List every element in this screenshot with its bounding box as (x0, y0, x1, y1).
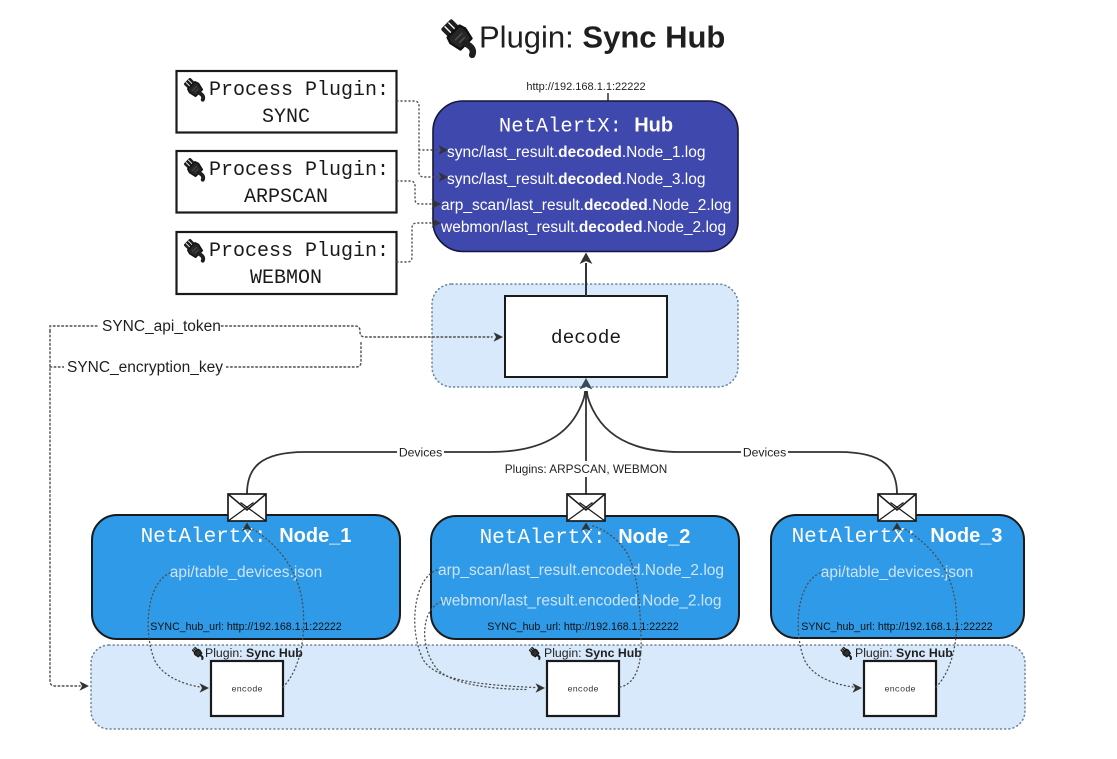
svg-text:arp_scan/last_result.encoded.N: arp_scan/last_result.encoded.Node_2.log (438, 562, 724, 579)
svg-text:NetAlertX: Hub: NetAlertX: Hub (499, 115, 673, 139)
svg-text:SYNC_encryption_key: SYNC_encryption_key (67, 359, 223, 376)
svg-text:SYNC_hub_url: http://192.168.1: SYNC_hub_url: http://192.168.1.1:22222 (801, 621, 993, 633)
svg-text:SYNC_hub_url: http://192.168.1: SYNC_hub_url: http://192.168.1.1:22222 (150, 621, 342, 633)
svg-text:WEBMON: WEBMON (250, 267, 322, 290)
svg-text:sync/last_result.decoded.Node_: sync/last_result.decoded.Node_3.log (447, 171, 705, 188)
svg-text:Plugin: Sync Hub: Plugin: Sync Hub (544, 646, 642, 660)
svg-text:Process Plugin:: Process Plugin: (209, 79, 389, 102)
svg-text:api/table_devices.json: api/table_devices.json (170, 564, 323, 581)
svg-text:NetAlertX: Node_2: NetAlertX: Node_2 (480, 526, 691, 550)
svg-text:sync/last_result.decoded.Node_: sync/last_result.decoded.Node_1.log (447, 144, 705, 161)
svg-text:http://192.168.1.1:22222: http://192.168.1.1:22222 (526, 81, 645, 93)
svg-text:Devices: Devices (399, 446, 442, 460)
svg-text:Plugin: Sync Hub: Plugin: Sync Hub (479, 20, 725, 55)
svg-text:arp_scan/last_result.decoded.N: arp_scan/last_result.decoded.Node_2.log (441, 197, 731, 214)
svg-text:webmon/last_result.encoded.Nod: webmon/last_result.encoded.Node_2.log (440, 593, 722, 610)
svg-text:webmon/last_result.decoded.Nod: webmon/last_result.decoded.Node_2.log (440, 219, 726, 236)
svg-text:api/table_devices.json: api/table_devices.json (821, 564, 974, 581)
svg-text:encode: encode (231, 685, 262, 695)
svg-text:ARPSCAN: ARPSCAN (244, 186, 328, 209)
svg-text:encode: encode (567, 685, 598, 695)
svg-text:NetAlertX: Node_1: NetAlertX: Node_1 (141, 525, 352, 549)
svg-text:Plugin: Sync Hub: Plugin: Sync Hub (205, 646, 303, 660)
svg-text:Plugin: Sync Hub: Plugin: Sync Hub (855, 646, 953, 660)
svg-text:Plugins: ARPSCAN, WEBMON: Plugins: ARPSCAN, WEBMON (505, 462, 668, 476)
svg-text:Devices: Devices (743, 446, 786, 460)
svg-text:Process Plugin:: Process Plugin: (209, 159, 389, 182)
svg-text:NetAlertX: Node_3: NetAlertX: Node_3 (792, 525, 1003, 549)
svg-text:SYNC_api_token: SYNC_api_token (102, 318, 221, 335)
svg-text:SYNC_hub_url: http://192.168.1: SYNC_hub_url: http://192.168.1.1:22222 (487, 621, 679, 633)
svg-text:decode: decode (551, 327, 621, 349)
svg-text:SYNC: SYNC (262, 106, 310, 129)
svg-text:encode: encode (884, 685, 915, 695)
svg-text:Process Plugin:: Process Plugin: (209, 240, 389, 263)
